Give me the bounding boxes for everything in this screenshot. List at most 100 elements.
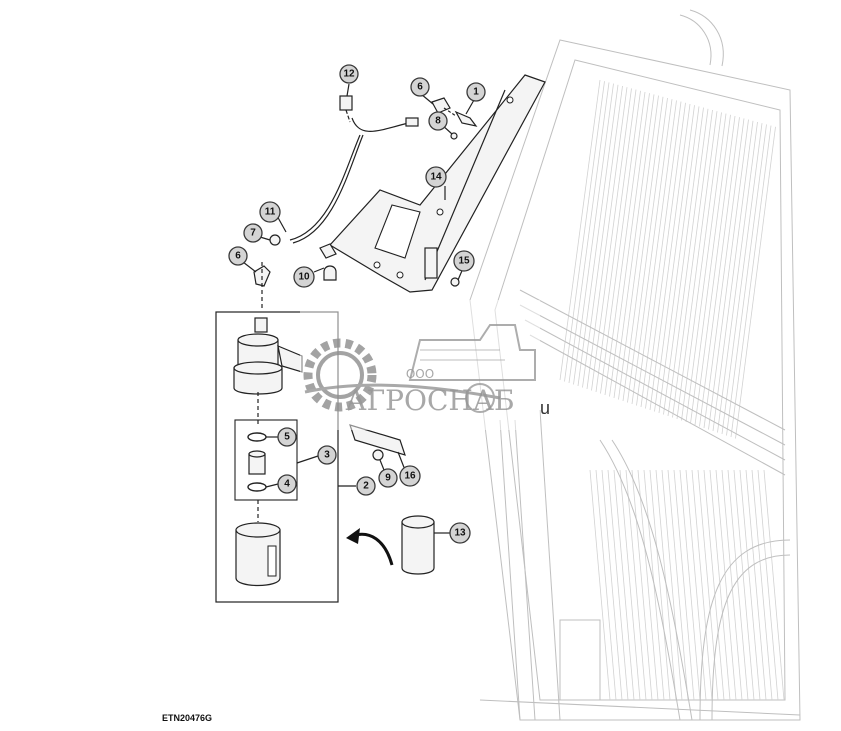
callout-10: 13 <box>449 522 471 544</box>
radiator-fin <box>721 469 743 701</box>
radiator-fin <box>591 88 632 391</box>
radiator-fin <box>661 469 683 701</box>
radiator-fin <box>679 469 701 701</box>
radiator-fin <box>715 469 737 701</box>
watermark-suffix: u <box>540 398 551 418</box>
svg-text:9: 9 <box>385 473 391 484</box>
replacement-cartridge <box>346 515 435 575</box>
radiator-fin <box>564 81 605 382</box>
callout-4: 4 <box>277 474 297 494</box>
radiator-fin <box>568 82 610 384</box>
radiator-fin <box>618 95 659 400</box>
svg-text:7: 7 <box>250 228 256 239</box>
harvester-icon <box>408 324 536 413</box>
radiator-fin <box>625 469 647 701</box>
radiator-fin <box>667 469 689 701</box>
radiator-fin <box>717 121 758 433</box>
svg-text:14: 14 <box>430 172 442 183</box>
radiator-fin <box>577 84 619 387</box>
radiator-fin <box>609 93 650 397</box>
radiator-fin <box>703 469 725 701</box>
radiator-fin <box>757 469 779 701</box>
callout-14: 14 <box>425 166 447 188</box>
callout-13: 12 <box>339 64 359 84</box>
radiator-fin <box>672 109 713 418</box>
callout-15: 15 <box>453 250 475 272</box>
svg-text:13: 13 <box>454 528 466 539</box>
radiator-fin <box>709 469 731 701</box>
radiator-fin <box>627 97 668 403</box>
radiator-fin <box>607 469 629 701</box>
callout-6-top: 6 <box>410 77 430 97</box>
radiator-fin <box>735 126 776 439</box>
radiator-fin <box>589 469 611 701</box>
callout-11: 10 <box>293 266 315 288</box>
svg-text:6: 6 <box>417 82 423 93</box>
svg-text:4: 4 <box>284 479 290 490</box>
radiator-fin <box>667 108 709 417</box>
svg-text:16: 16 <box>404 471 416 482</box>
radiator-fin <box>631 469 653 701</box>
radiator-fin <box>622 96 664 402</box>
radiator-fin <box>613 94 655 399</box>
radiator-fin <box>681 112 722 421</box>
radiator-fin <box>739 469 761 701</box>
radiator-fin <box>600 90 641 394</box>
receiver-clamp <box>349 277 460 461</box>
svg-text:5: 5 <box>284 432 290 443</box>
svg-text:11: 11 <box>265 207 276 218</box>
svg-text:15: 15 <box>458 256 470 267</box>
radiator-fin <box>601 469 623 701</box>
svg-text:6: 6 <box>235 251 241 262</box>
radiator-fin <box>586 87 628 390</box>
radiator-fin <box>685 113 727 423</box>
radiator-fin <box>595 469 617 701</box>
watermark-prefix: ООО <box>406 367 434 381</box>
callout-5: 5 <box>277 427 297 447</box>
radiator-background <box>469 9 801 721</box>
radiator-fin <box>763 469 785 701</box>
radiator-fin <box>745 469 767 701</box>
radiator-fin <box>658 106 700 414</box>
radiator-fin <box>697 469 719 701</box>
radiator-fin <box>663 107 704 415</box>
radiator-fin <box>649 469 671 701</box>
radiator-fin <box>673 469 695 701</box>
radiator-fin <box>619 469 641 701</box>
watermark: ООО АГРОСНАБ <box>300 300 540 430</box>
receiver-drier-detail <box>215 311 339 603</box>
radiator-fin <box>708 119 749 430</box>
radiator-fin <box>685 469 707 701</box>
radiator-fin <box>604 91 646 396</box>
callout-12: 11 <box>259 201 281 223</box>
svg-text:12: 12 <box>343 69 355 80</box>
watermark-brand: АГРОСНАБ <box>345 384 514 417</box>
gear-icon <box>303 338 377 412</box>
radiator-fin <box>573 83 614 385</box>
radiator-fin <box>730 125 772 438</box>
radiator-core <box>559 79 785 701</box>
radiator-fin <box>726 124 767 436</box>
radiator-fin <box>703 118 745 429</box>
radiator-fin <box>645 102 686 409</box>
svg-text:8: 8 <box>435 116 441 127</box>
radiator-fin <box>595 89 637 393</box>
svg-text:10: 10 <box>298 272 310 283</box>
callout-1: 1 <box>466 82 486 102</box>
radiator-fin <box>751 469 773 701</box>
svg-text:3: 3 <box>324 450 330 461</box>
callout-16: 16 <box>399 465 421 487</box>
radiator-fin <box>649 103 691 411</box>
radiator-fin <box>690 114 731 424</box>
radiator-fin <box>727 469 749 701</box>
svg-text:2: 2 <box>363 481 369 492</box>
callout-3: 3 <box>317 445 337 465</box>
radiator-fin <box>691 469 713 701</box>
radiator-fin <box>637 469 659 701</box>
callout-7: 7 <box>243 223 263 243</box>
radiator-fin <box>712 120 754 432</box>
svg-text:1: 1 <box>473 87 479 98</box>
radiator-fin <box>721 123 763 435</box>
callouts: 12 6 1 8 14 11 7 6 10 15 5 3 4 2 9 16 13 <box>228 64 486 544</box>
